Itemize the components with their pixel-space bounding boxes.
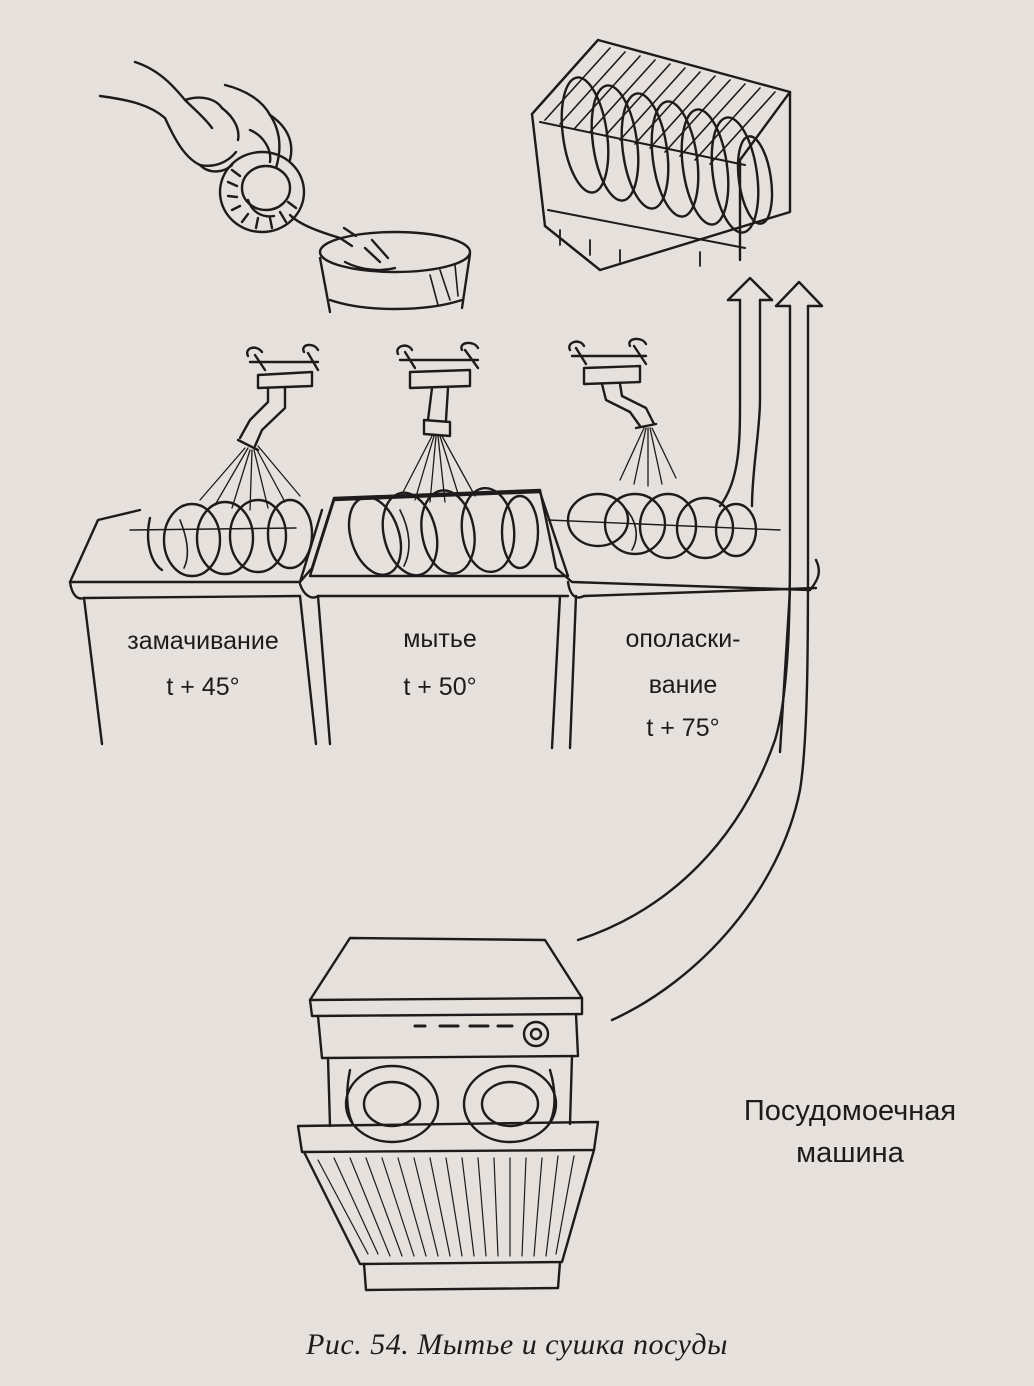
figure-caption: Рис. 54. Мытье и сушка посуды (306, 1328, 728, 1361)
plates-icon (146, 486, 758, 578)
dishwasher-label: Посудомоечная машина (700, 1090, 1000, 1174)
spray (199, 427, 677, 511)
sink-name-line2: вание (648, 671, 718, 700)
faucet-icon (236, 337, 658, 452)
sink-name: мытье (403, 625, 477, 653)
dishwasher-label-line2: машина (796, 1137, 904, 1170)
sink-label-rinsing: ополаски- вание t + 75° (598, 626, 768, 741)
hands-scraping-plate-icon (98, 60, 472, 314)
sink-name: замачивание (127, 627, 279, 655)
dishwasher-icon (296, 936, 600, 1292)
arrow-up-icon (576, 276, 824, 1022)
sink-name-line1: ополаски- (625, 625, 741, 653)
sink-temp: t + 50° (403, 673, 477, 702)
sink-temp: t + 45° (166, 673, 240, 702)
sink-label-washing: мытье t + 50° (350, 626, 530, 701)
dishwasher-label-line1: Посудомоечная (743, 1095, 957, 1127)
sink-label-soaking: замачивание t + 45° (108, 628, 298, 701)
dish-rack-icon (530, 38, 792, 272)
sink-temp: t + 75° (646, 713, 720, 742)
